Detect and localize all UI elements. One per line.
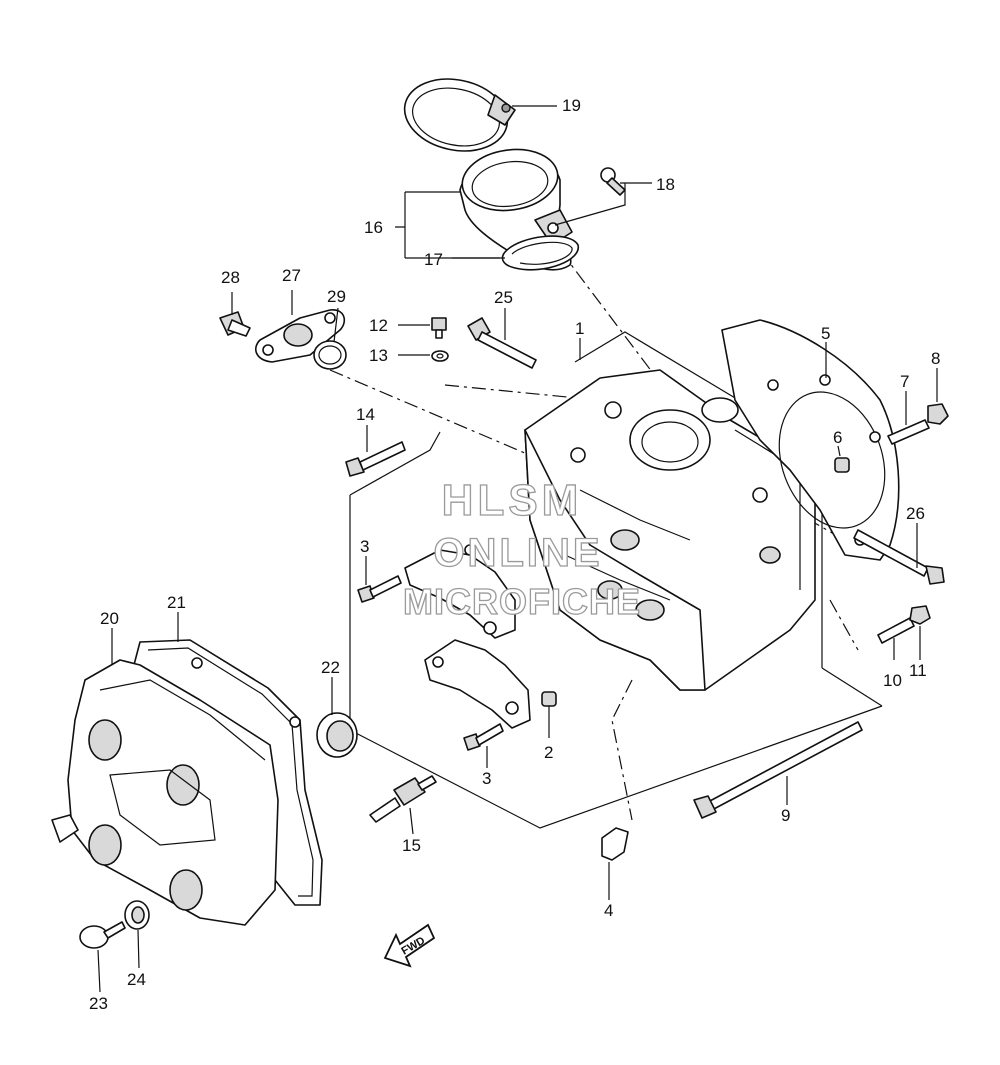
hose-clamp [403,78,516,152]
callout-11: 11 [909,661,927,680]
callout-8: 8 [931,349,940,368]
forward-direction-label: FWD [400,935,428,958]
callout-20: 20 [100,609,119,628]
camshaft-holder-upper [404,544,516,639]
washer-13 [431,350,449,362]
o-ring-29 [313,340,347,370]
callout-12: 12 [369,316,388,335]
bolt-3-upper [357,575,402,603]
callout-24: 24 [127,970,146,989]
callout-9: 9 [781,806,790,825]
callout-6: 6 [833,428,842,447]
watermark: HLSM ONLINE MICROFICHE [402,475,641,622]
oil-seal-22 [316,712,358,758]
bolt-12 [431,317,447,339]
bolt-3-lower [463,723,504,751]
callout-26: 26 [906,504,925,523]
callout-1: 1 [575,319,584,338]
bolt-14 [345,441,406,477]
bolt-23 [79,921,126,949]
watermark-line-1: HLSM [442,476,583,525]
nut-11 [909,605,931,625]
screw-18 [600,167,626,196]
bolt-28 [219,311,251,337]
leader-lines [97,105,938,993]
callout-19: 19 [562,96,581,115]
forward-direction-arrow: FWD [383,923,436,968]
callout-14: 14 [356,405,375,424]
bolt-25 [467,317,537,369]
callout-13: 13 [369,346,388,365]
bolt-9 [693,721,863,819]
watermark-line-2: ONLINE [433,531,602,575]
intake-cover [255,309,346,363]
callout-25: 25 [494,288,513,307]
bolt-26 [853,529,945,585]
watermark-line-3: MICROFICHE [403,581,641,622]
callout-28: 28 [221,268,240,287]
callout-7: 7 [900,372,909,391]
cylinder-head-cover [51,659,279,926]
grommet-24 [124,900,150,930]
callout-15: 15 [402,836,421,855]
callout-5: 5 [821,324,830,343]
callout-29: 29 [327,287,346,306]
camshaft-holder-lower [424,639,531,729]
callout-16: 16 [364,218,383,237]
spark-plug [369,775,437,823]
callout-17: 17 [424,250,443,269]
callout-22: 22 [321,658,340,677]
stud-10 [877,617,915,644]
callout-23: 23 [89,994,108,1013]
callout-21: 21 [167,593,186,612]
callout-2: 2 [544,743,553,762]
callout-10: 10 [883,671,902,690]
callout-3-lower: 3 [482,769,491,788]
o-ring-17 [501,235,579,271]
callout-4: 4 [604,901,613,920]
callout-27: 27 [282,266,301,285]
stud-7 [887,419,930,445]
callout-18: 18 [656,175,675,194]
dowel-pin-6 [834,457,850,473]
callout-3-upper: 3 [360,537,369,556]
dowel-pin-4 [601,827,629,861]
callout-labels: 1 2 3 3 4 5 6 7 8 9 10 11 12 13 14 15 16… [89,96,940,1013]
nut-8 [927,403,949,425]
pin-2 [541,691,557,707]
cylinder-head [524,369,816,691]
